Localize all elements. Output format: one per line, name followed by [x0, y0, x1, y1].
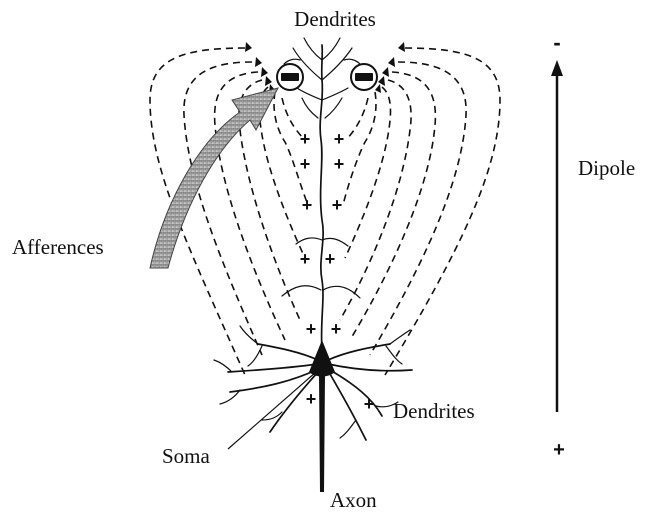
label-afferences: Afferences	[12, 235, 104, 259]
plus-sign: +	[300, 154, 311, 174]
dipole-minus-sign: -	[553, 30, 560, 55]
plus-sign: +	[302, 195, 313, 215]
label-dendrites-top: Dendrites	[294, 7, 376, 31]
minus-charge-right	[351, 64, 377, 90]
axon-shaft	[319, 375, 325, 492]
label-dipole: Dipole	[578, 156, 635, 180]
plus-sign: +	[334, 154, 345, 174]
plus-sign: +	[364, 394, 375, 414]
soma-pointer-line	[228, 372, 316, 449]
dipole-plus-sign: +	[553, 439, 565, 461]
field-arrowheads	[245, 42, 405, 93]
label-soma: Soma	[162, 444, 211, 468]
plus-sign: +	[334, 129, 345, 149]
plus-sign: +	[332, 195, 343, 215]
label-axon: Axon	[330, 488, 377, 512]
plus-sign: +	[331, 319, 342, 339]
label-dendrites-bottom: Dendrites	[393, 399, 475, 423]
field-lines	[150, 48, 500, 375]
plus-sign: +	[300, 249, 311, 269]
dipole-arrow	[551, 60, 563, 412]
plus-sign: +	[300, 129, 311, 149]
plus-sign: +	[325, 249, 336, 269]
minus-charge-left	[277, 64, 303, 90]
plus-sign: +	[306, 319, 317, 339]
plus-sign: +	[306, 389, 317, 409]
